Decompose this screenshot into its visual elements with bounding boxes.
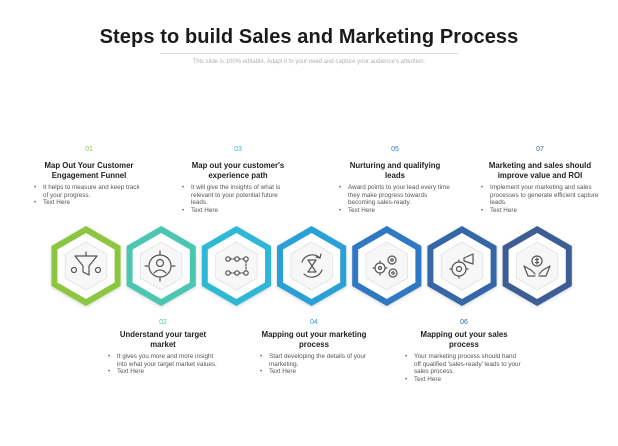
gear-megaphone-icon xyxy=(449,253,474,279)
hands-money-icon xyxy=(523,255,551,277)
step-bullet: It helps to measure and keep track of yo… xyxy=(34,184,144,199)
step-number: 03 xyxy=(234,146,242,153)
step-bullet: Text Here xyxy=(405,376,523,384)
path-nodes-icon xyxy=(225,256,249,276)
step-3-text: 03 Map out your customer's experience pa… xyxy=(182,146,294,214)
step-bullet: Text Here xyxy=(34,199,144,207)
step-7-text: 07 Marketing and sales should improve va… xyxy=(481,146,599,214)
step-heading: Mapping out your sales process xyxy=(420,330,508,349)
title-divider xyxy=(160,53,458,54)
step-bullet: Text Here xyxy=(108,368,218,376)
step-bullet: Text Here xyxy=(339,207,451,215)
step-4-text: 04 Mapping out your marketing process St… xyxy=(260,319,368,376)
funnel-icon xyxy=(70,251,102,276)
target-person-icon xyxy=(144,250,176,282)
step-bullet: Start developing the details of your mar… xyxy=(260,353,368,368)
step-bullet: Your marketing process should hand off q… xyxy=(405,353,523,376)
step-heading: Map Out Your Customer Engagement Funnel xyxy=(44,161,134,180)
step-number: 02 xyxy=(159,319,167,326)
step-number: 06 xyxy=(460,319,468,326)
step-heading: Mapping out your marketing process xyxy=(261,330,367,349)
step-number: 01 xyxy=(85,146,93,153)
step-heading: Nurturing and qualifying leads xyxy=(349,161,441,180)
step-number: 07 xyxy=(536,146,544,153)
step-5-hexagon-core xyxy=(365,241,409,291)
gears-people-icon xyxy=(372,255,398,278)
step-heading: Understand your target market xyxy=(119,330,207,349)
step-number: 04 xyxy=(310,319,318,326)
step-bullet: It will give the insights of what is rel… xyxy=(182,184,294,207)
step-bullet: It gives you more and more insight into … xyxy=(108,353,218,368)
step-heading: Map out your customer's experience path xyxy=(191,161,285,180)
step-1-text: 01 Map Out Your Customer Engagement Funn… xyxy=(34,146,144,207)
step-bullet: Text Here xyxy=(260,368,368,376)
hourglass-cycle-icon xyxy=(301,253,323,278)
step-number: 05 xyxy=(391,146,399,153)
page-title: Steps to build Sales and Marketing Proce… xyxy=(99,26,519,48)
step-1-hexagon-core xyxy=(64,241,108,291)
step-3-hexagon-core xyxy=(215,241,258,291)
step-bullet: Text Here xyxy=(481,207,599,215)
step-6-text: 06 Mapping out your sales process Your m… xyxy=(405,319,523,383)
page-subtitle: This slide is 100% editable. Adapt it to… xyxy=(192,59,426,65)
step-bullet: Implement your marketing and sales proce… xyxy=(481,184,599,207)
step-2-text: 02 Understand your target market It give… xyxy=(108,319,218,376)
step-heading: Marketing and sales should improve value… xyxy=(488,161,592,180)
step-5-text: 05 Nurturing and qualifying leads Award … xyxy=(339,146,451,214)
step-bullet: Award points to your lead every time the… xyxy=(339,184,451,207)
step-bullet: Text Here xyxy=(182,207,294,215)
